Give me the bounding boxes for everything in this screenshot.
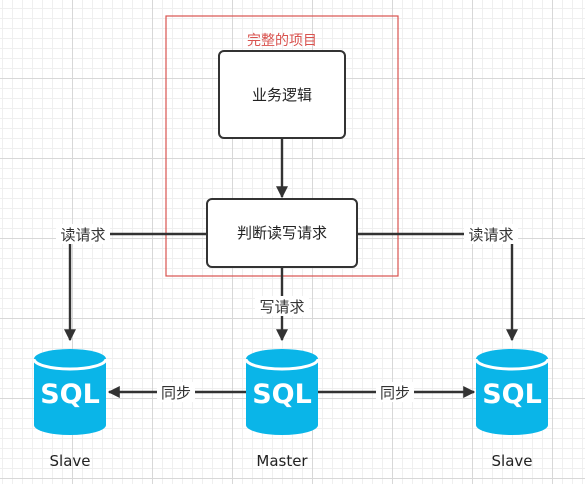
svg-text:SQL: SQL — [252, 379, 312, 410]
write-label: 写请求 — [259, 298, 304, 316]
slave-right-database-icon: SQL — [474, 347, 550, 437]
master-database-icon: SQL — [244, 347, 320, 437]
svg-text:SQL: SQL — [482, 379, 542, 410]
read-left-edge — [64, 232, 207, 342]
sync-left-label: 同步 — [161, 384, 191, 402]
master-label: Master — [256, 452, 308, 470]
read-right-label: 读请求 — [468, 226, 513, 244]
svg-text:SQL: SQL — [40, 379, 100, 410]
rw-judge-label: 判断读写请求 — [237, 224, 327, 242]
slave-right-label: Slave — [492, 452, 533, 470]
read-left-label: 读请求 — [60, 226, 105, 244]
slave-left-label: Slave — [50, 452, 91, 470]
project-label: 完整的项目 — [247, 33, 317, 49]
business-logic-label: 业务逻辑 — [252, 86, 312, 104]
slave-left-database-icon: SQL — [32, 347, 108, 437]
read-right-edge — [357, 232, 518, 342]
sync-right-label: 同步 — [380, 384, 410, 402]
